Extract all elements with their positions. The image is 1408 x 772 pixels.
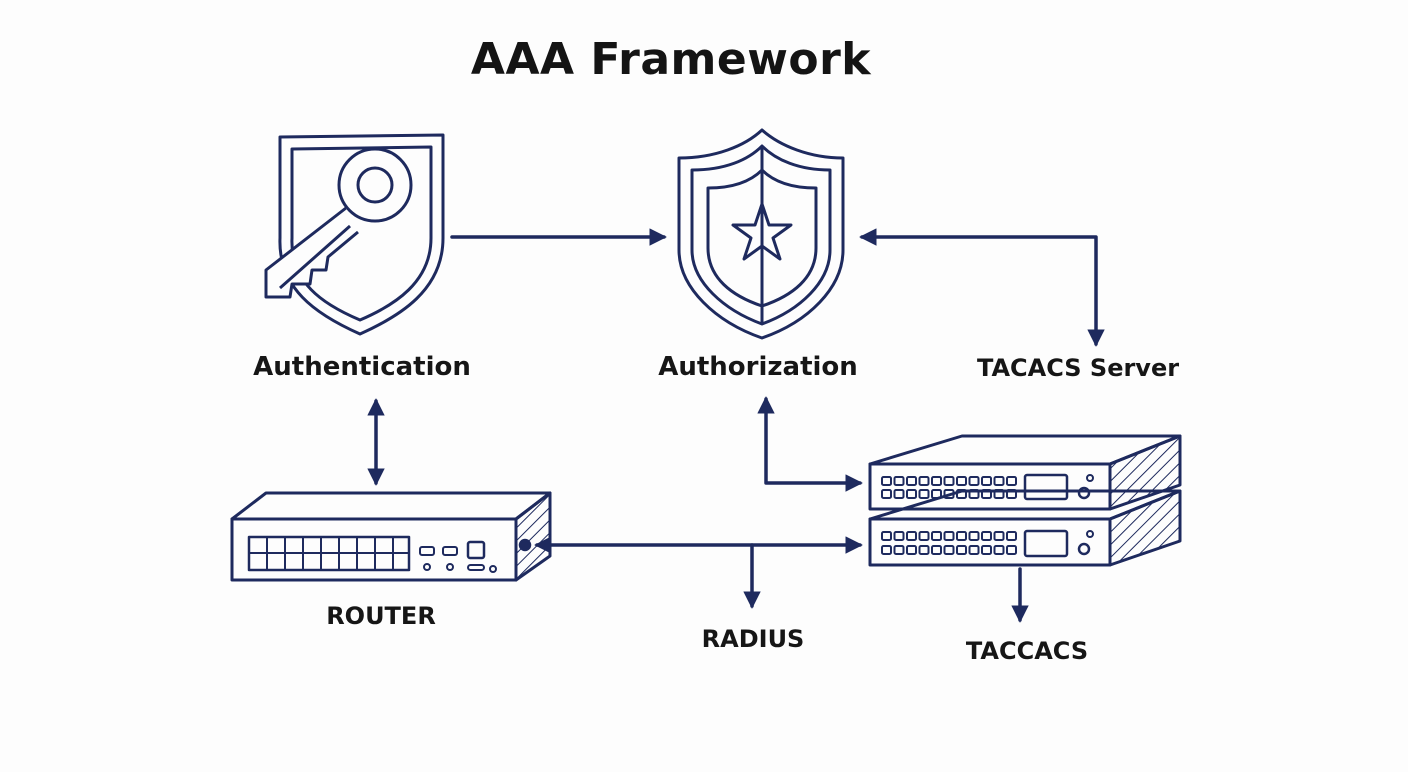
diagram-title: AAA Framework (470, 34, 872, 85)
node-label-authentication: Authentication (253, 352, 471, 382)
key-shield-icon (264, 133, 445, 336)
node-label-authorization: Authorization (658, 352, 858, 382)
arrow-authorization-to-server-rack (757, 396, 863, 492)
arrow-tacacs-server-to-authorization (859, 228, 1105, 347)
node-label-router: ROUTER (326, 602, 436, 630)
node-label-radius: RADIUS (701, 625, 805, 653)
server-rack-icon (868, 434, 1182, 567)
node-label-taccacs: TACCACS (965, 637, 1089, 665)
router-icon (230, 491, 552, 582)
node-label-tacacs-server: TACACS Server (976, 354, 1180, 382)
star-shield-icon (677, 128, 845, 340)
